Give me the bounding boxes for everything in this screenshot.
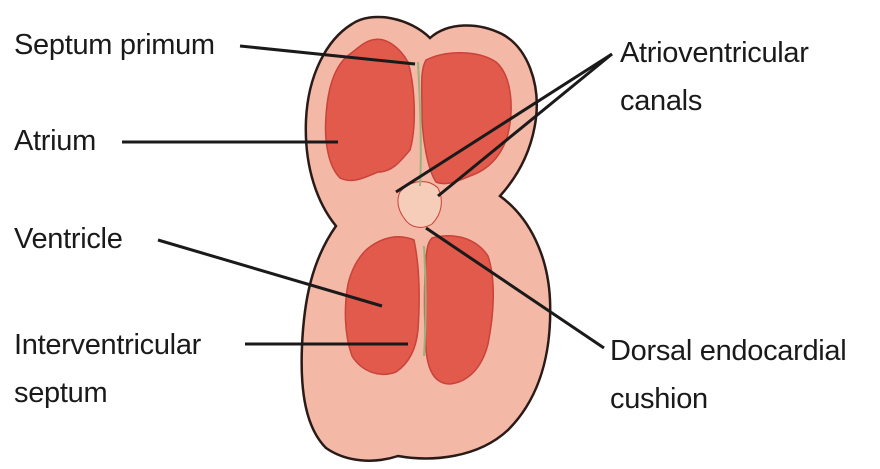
label-atrium: Atrium [14, 124, 96, 158]
label-av-canals-line1: Atrioventricular [620, 36, 809, 70]
label-dorsal-line2: cushion [610, 382, 708, 416]
label-av-canals-line2: canals [620, 84, 702, 118]
label-dorsal-line1: Dorsal endocardial [610, 334, 846, 368]
label-interventricular-line1: Interventricular [14, 328, 201, 362]
label-ventricle: Ventricle [14, 222, 123, 256]
label-interventricular-line2: septum [14, 376, 107, 410]
label-septum-primum: Septum primum [14, 28, 215, 62]
